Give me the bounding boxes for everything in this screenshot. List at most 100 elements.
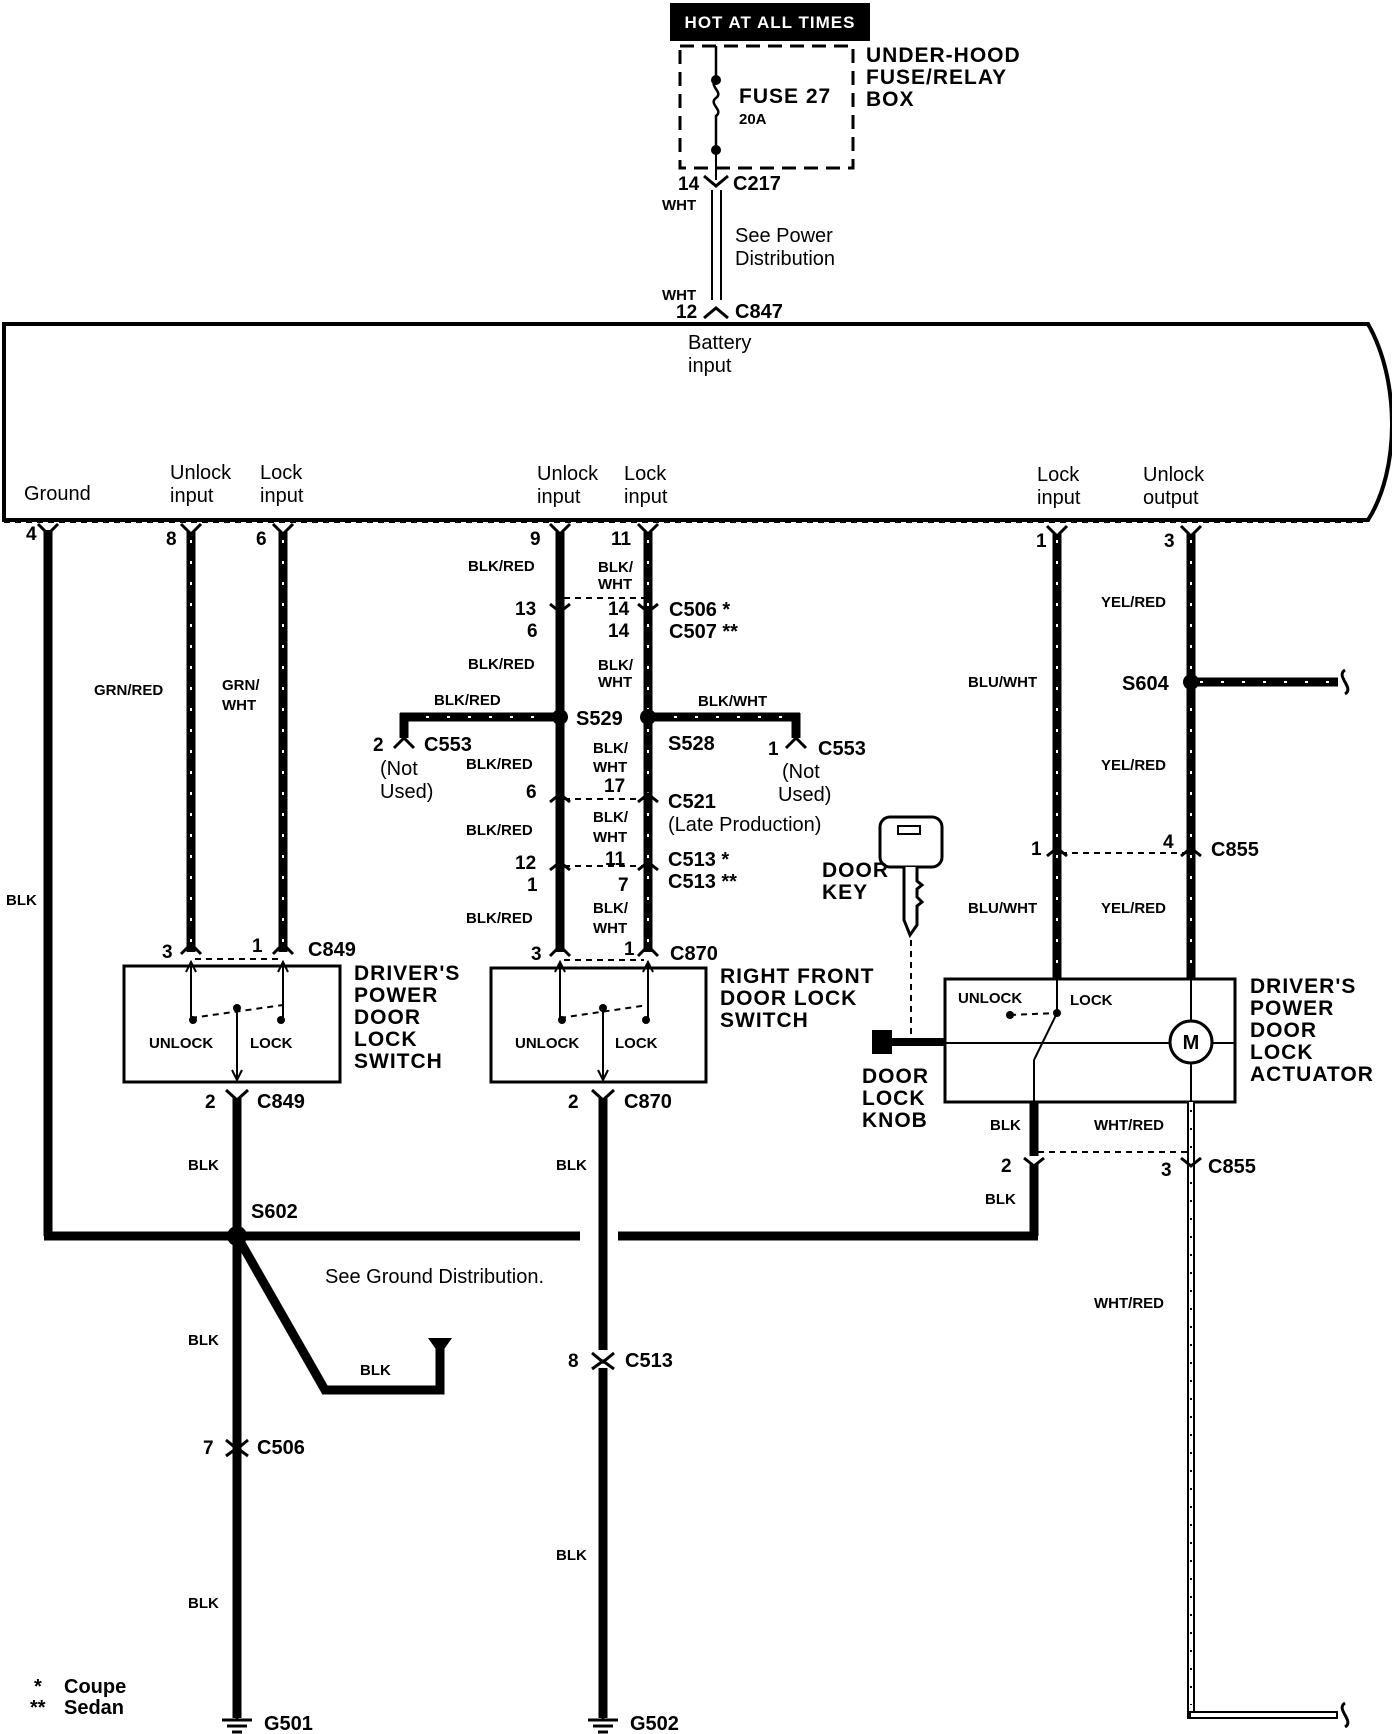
ground-wire-color: BLK	[6, 892, 37, 909]
battery-input-label: Battery input	[688, 332, 751, 377]
svg-text:WHT: WHT	[593, 759, 627, 776]
actuator-contact-a	[1006, 1011, 1014, 1019]
fuse-box-label: UNDER-HOOD FUSE/RELAY BOX	[866, 44, 1020, 111]
svg-text:POWER: POWER	[354, 984, 438, 1007]
driver-switch-contact-c	[233, 1004, 241, 1012]
g502-ground-icon	[588, 1712, 618, 1734]
mid-wire-r-3: BLK/ WHT	[593, 740, 629, 776]
pin-6: 6	[256, 529, 267, 550]
c849-bottom-pin: 2	[205, 1092, 216, 1113]
c847-pin: 12	[676, 302, 697, 323]
c553-right-pin: 1	[768, 739, 779, 760]
door-lock-knob-icon	[872, 1030, 892, 1054]
svg-text:Sedan: Sedan	[64, 1697, 124, 1719]
mid-wire-l-2: BLK/RED	[468, 656, 535, 673]
c513-bottom-label: C513	[625, 1350, 673, 1372]
rf-switch-unlock: UNLOCK	[515, 1035, 579, 1052]
svg-text:DOOR: DOOR	[354, 1006, 421, 1029]
rf-switch-lock: LOCK	[615, 1035, 658, 1052]
pin-4: 4	[26, 524, 37, 545]
svg-text:BLK/: BLK/	[593, 900, 629, 917]
driver-lock-wire-color: GRN/ WHT	[222, 677, 260, 714]
c506-pin-l: 13	[515, 599, 536, 620]
actuator-whtred-color: WHT/RED	[1094, 1117, 1164, 1134]
c521-pin-r: 17	[604, 776, 625, 797]
svg-text:input: input	[1037, 487, 1081, 509]
c849-top-connector	[179, 941, 295, 956]
svg-text:BOX: BOX	[866, 88, 915, 111]
right-lock-input-label: Lock input	[1037, 464, 1081, 509]
actuator-lock: LOCK	[1070, 992, 1113, 1009]
svg-text:LOCK: LOCK	[354, 1028, 418, 1051]
driver-switch-ground-color: BLK	[188, 1157, 219, 1174]
drivers-power-door-lock-switch	[122, 964, 342, 1084]
svg-text:DOOR: DOOR	[822, 859, 889, 882]
door-key-label: DOOR KEY	[822, 859, 889, 904]
c513b-label: C513 **	[668, 871, 737, 893]
c849-pin-3: 3	[162, 942, 173, 963]
svg-text:WHT: WHT	[593, 829, 627, 846]
svg-text:WHT: WHT	[598, 674, 632, 691]
c521-pin-l: 6	[526, 782, 537, 803]
actuator-title: DRIVER'S POWER DOOR LOCK ACTUATOR	[1250, 975, 1374, 1086]
c513a-label: C513 *	[668, 849, 729, 871]
door-lock-knob-label: DOOR LOCK KNOB	[862, 1065, 928, 1132]
c870-pin-1: 1	[624, 939, 635, 960]
c506-label: C506 *	[669, 599, 730, 621]
c513b-pin-l: 1	[527, 875, 538, 896]
rf-switch-contact-r	[642, 1016, 650, 1024]
svg-text:BLK/: BLK/	[593, 809, 629, 826]
left-unlock-input-label: Unlock input	[170, 462, 232, 507]
hot-at-all-times-banner	[670, 3, 870, 41]
mid-wire-r-2: BLK/ WHT	[598, 657, 634, 691]
see-ground-distribution: See Ground Distribution.	[325, 1266, 544, 1288]
svg-text:Lock: Lock	[1037, 464, 1080, 486]
c521-label: C521	[668, 791, 716, 813]
c849-pin-1: 1	[252, 936, 263, 957]
svg-text:Lock: Lock	[260, 462, 303, 484]
c553-left-pin: 2	[373, 735, 384, 756]
pin-8: 8	[166, 529, 177, 550]
driver-switch-contact-l	[189, 1016, 197, 1024]
c553-left-label: C553	[424, 734, 472, 756]
pin-3: 3	[1164, 531, 1175, 552]
c553-left-connector	[392, 735, 416, 750]
c847-connector	[703, 306, 729, 320]
c507-pin-r: 14	[608, 621, 630, 642]
c513-bottom-pin: 8	[568, 1351, 579, 1372]
svg-text:DRIVER'S: DRIVER'S	[354, 962, 460, 985]
svg-text:FUSE/RELAY: FUSE/RELAY	[866, 66, 1007, 89]
c553-right-label: C553	[818, 738, 866, 760]
s529-splice	[552, 709, 568, 725]
power-wire-color-top: WHT	[662, 197, 696, 214]
power-wire-color-bottom: WHT	[662, 287, 696, 304]
svg-text:*: *	[34, 1676, 42, 1698]
svg-text:KNOB: KNOB	[862, 1109, 928, 1132]
c849-top-label: C849	[308, 939, 356, 961]
driver-switch-unlock: UNLOCK	[149, 1035, 213, 1052]
svg-text:LOCK: LOCK	[1250, 1041, 1314, 1064]
svg-text:Unlock: Unlock	[537, 463, 599, 485]
c855-top-pin-r: 4	[1163, 832, 1174, 853]
svg-text:input: input	[688, 355, 732, 377]
c506-bottom-label: C506	[257, 1437, 305, 1459]
driver-switch-lock: LOCK	[250, 1035, 293, 1052]
svg-text:Unlock: Unlock	[170, 462, 232, 484]
svg-text:input: input	[624, 486, 668, 508]
c855-top-label: C855	[1211, 839, 1259, 861]
rf-switch-internals	[554, 959, 654, 1083]
svg-text:WHT: WHT	[222, 697, 256, 714]
c553-left-note: (Not Used)	[380, 758, 433, 803]
svg-text:BLK/: BLK/	[593, 740, 629, 757]
c553-right-note: (Not Used)	[778, 761, 831, 806]
mid-wire-r-1: BLK/ WHT	[598, 559, 634, 593]
rf-switch-wire-color-2: BLK	[556, 1547, 587, 1564]
rf-switch-title: RIGHT FRONT DOOR LOCK SWITCH	[720, 965, 873, 1032]
c870-bottom-label: C870	[624, 1091, 672, 1113]
s602-label: S602	[251, 1201, 298, 1223]
s528-splice	[640, 709, 656, 725]
s528-label: S528	[668, 733, 715, 755]
svg-text:ACTUATOR: ACTUATOR	[1250, 1063, 1374, 1086]
svg-text:GRN/: GRN/	[222, 677, 260, 694]
